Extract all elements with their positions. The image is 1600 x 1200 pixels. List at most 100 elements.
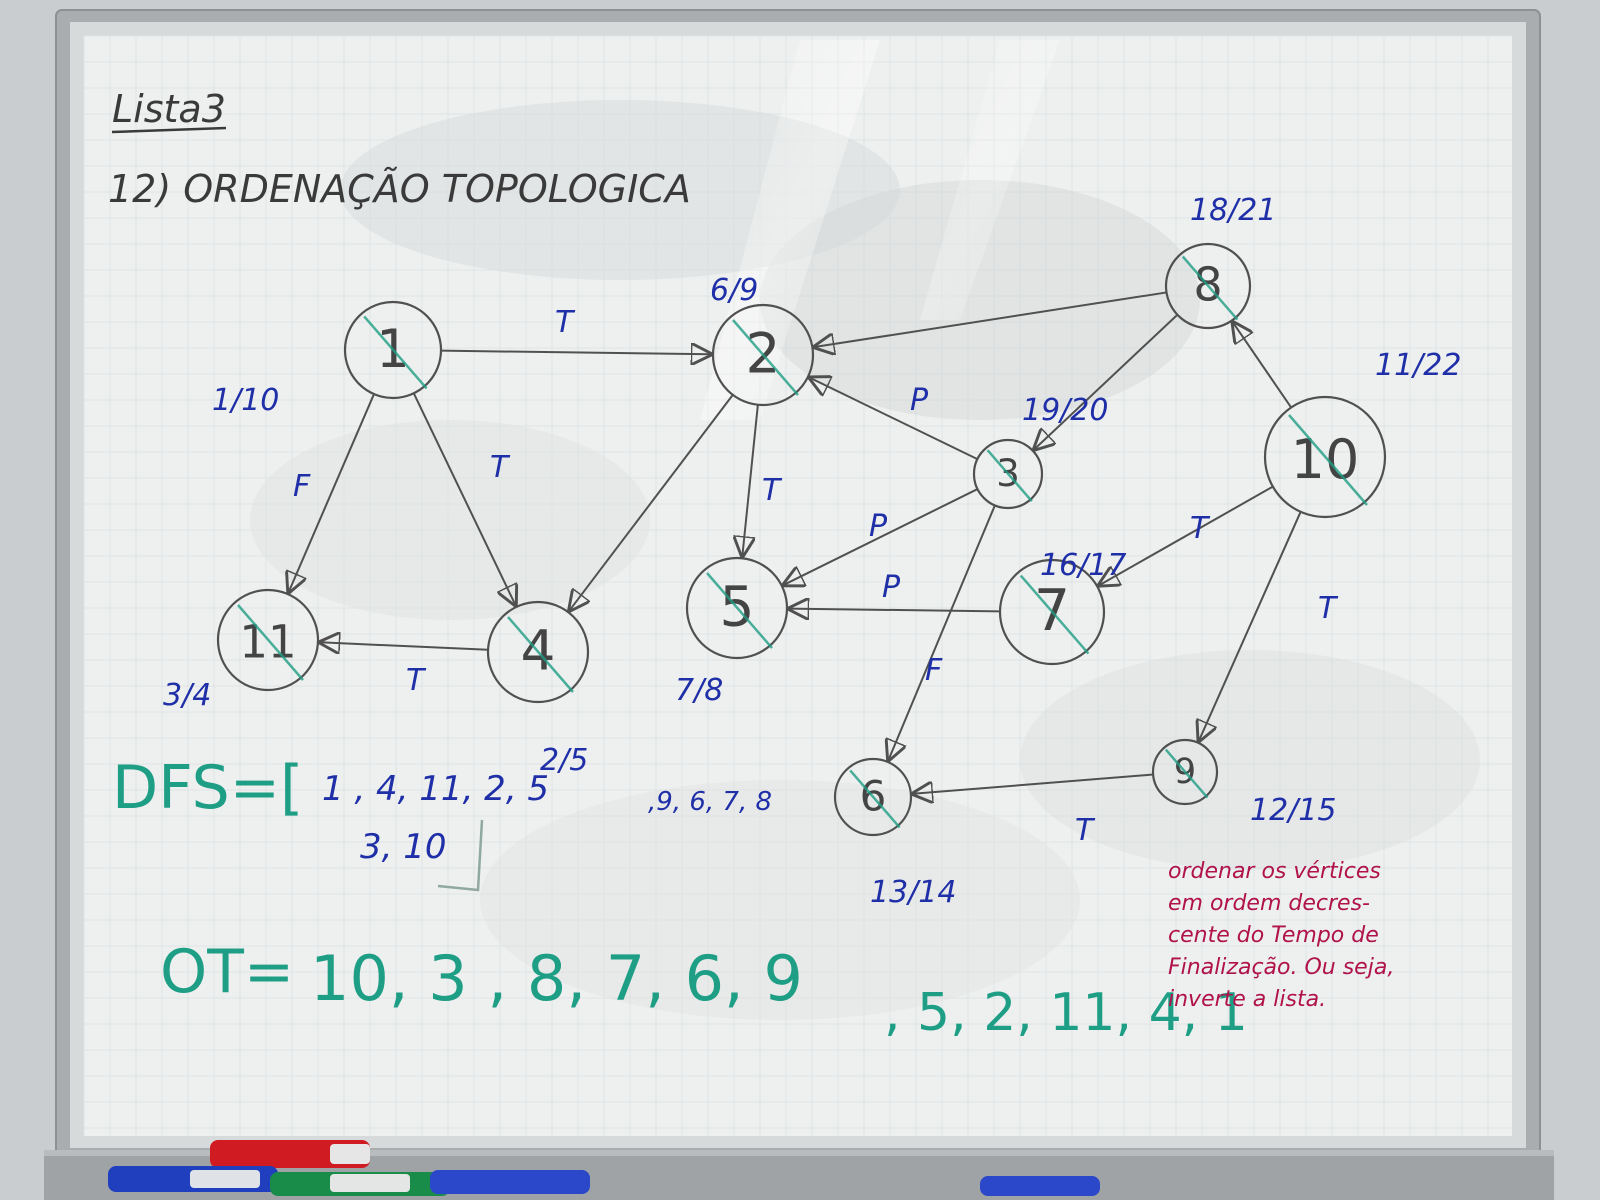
visited-strike [507, 616, 574, 693]
node-3: 319/20 [972, 393, 1108, 510]
edge-3-to-6 [888, 504, 996, 760]
visited-strike [1164, 748, 1209, 799]
node-times: 6/9 [710, 273, 758, 308]
red-marker-cap-band [330, 1144, 370, 1164]
smudge [1020, 650, 1480, 870]
node-8: 818/21 [1164, 193, 1276, 330]
dfs-line-1-tail: ,9, 6, 7, 8 [648, 787, 772, 817]
visited-strike [732, 319, 799, 396]
topological-order: OT= 10, 3 , 8, 7, 6, 9 , 5, 2, 11, 4, 1 [160, 937, 1248, 1043]
node-times: 19/20 [1022, 393, 1108, 428]
ot-line-1-tail: , 5, 2, 11, 4, 1 [884, 983, 1248, 1043]
red-marker [210, 1140, 370, 1168]
note-line: ordenar os vértices [1168, 859, 1381, 884]
smudge [250, 420, 650, 620]
edge-10-to-8 [1233, 322, 1292, 409]
edge-7-to-5 [789, 609, 1001, 612]
node-7: 716/17 [998, 548, 1126, 666]
node-times: 16/17 [1040, 548, 1126, 583]
node-times: 13/14 [870, 875, 956, 910]
node-times: 11/22 [1375, 348, 1461, 383]
node-times: 1/10 [212, 383, 279, 418]
blue-marker-3 [980, 1176, 1100, 1196]
markers [108, 1140, 1100, 1196]
edge-type-label: T [406, 663, 427, 698]
visited-strike [237, 604, 304, 681]
node-circle [343, 300, 443, 400]
edge-4-to-11 [320, 642, 489, 649]
node-circle [216, 588, 320, 692]
edge-10-to-9 [1199, 511, 1302, 741]
edge-type-label: T [490, 450, 511, 485]
edge-2-to-4 [569, 394, 734, 611]
edge-2-to-5 [742, 404, 759, 557]
node-2: 26/9 [710, 273, 815, 407]
edge-9-to-6 [913, 773, 1154, 794]
edge-type-label: T [1075, 813, 1096, 848]
visited-strike [1019, 574, 1090, 655]
blue-marker-2 [430, 1170, 590, 1194]
node-circle [972, 438, 1044, 510]
edge-type-label: F [293, 469, 311, 504]
edge-3-to-5 [784, 488, 978, 585]
node-circle [998, 558, 1106, 666]
node-6: 613/14 [833, 757, 956, 910]
node-circle [1263, 395, 1387, 519]
node-label: 10 [1291, 428, 1360, 491]
page-title: 12) ORDENAÇÃO TOPOLOGICA [108, 167, 691, 211]
dfs-prefix: DFS=[ [112, 753, 303, 823]
node-circle [711, 303, 815, 407]
node-11: 11 3/4 [163, 588, 320, 713]
edge-8-to-2 [814, 291, 1167, 347]
node-circle [685, 556, 789, 660]
visited-strike [706, 572, 773, 649]
edge-type-label: T [1190, 511, 1211, 546]
edge-1-to-4 [412, 392, 516, 605]
edge-1-to-2 [440, 351, 711, 355]
node-10: 10 11/22 [1263, 348, 1461, 519]
edge-8-to-3 [1034, 314, 1179, 450]
node-circle [486, 600, 590, 704]
node-times: 3/4 [163, 678, 211, 713]
ot-prefix: OT= [160, 937, 294, 1007]
edge-type-label: F [925, 653, 943, 688]
graph-nodes: 11/10 26/9 319/20 42/5 57/8 613/14 716/17 818/2… [163, 193, 1461, 910]
node-circle [833, 757, 913, 837]
node-circle [1151, 738, 1219, 806]
dfs-sequence: DFS=[ 1 , 4, 11, 2, 5 ,9, 6, 7, 8 3, 10 [112, 753, 772, 892]
visited-strike [363, 315, 428, 390]
node-4: 42/5 [486, 600, 590, 778]
edge-type-label: P [882, 570, 901, 605]
node-9: 912/15 [1151, 738, 1336, 828]
node-times: 7/8 [675, 673, 723, 708]
dfs-line-2: 3, 10 [360, 827, 447, 867]
visited-strike [1288, 414, 1368, 506]
ot-line-1: 10, 3 , 8, 7, 6, 9 [310, 942, 803, 1015]
node-times: 12/15 [1250, 793, 1336, 828]
note-line: Finalização. Ou seja, [1168, 955, 1394, 980]
node-5: 57/8 [675, 556, 789, 708]
edge-3-to-2 [810, 378, 978, 461]
node-times: 2/5 [540, 743, 588, 778]
list-title: Lista3 [112, 87, 226, 131]
blue-marker-label [190, 1170, 260, 1188]
edge-1-to-11 [289, 393, 375, 592]
edge-type-label: P [910, 383, 929, 418]
edge-type-label: P [869, 509, 888, 544]
green-marker-label [330, 1174, 410, 1192]
smudge [760, 180, 1200, 420]
visited-strike [986, 449, 1033, 503]
edge-10-to-7 [1099, 485, 1274, 586]
list-title-underline [111, 126, 227, 134]
dfs-closing-bracket [437, 819, 484, 892]
node-label: 11 [239, 616, 296, 669]
note-line: em ordem decres- [1168, 891, 1370, 916]
visited-strike [849, 769, 901, 829]
edge-type-label: T [762, 473, 783, 508]
node-1: 11/10 [212, 300, 443, 418]
edge-type-label: T [555, 305, 576, 340]
light-glare [920, 40, 1060, 320]
